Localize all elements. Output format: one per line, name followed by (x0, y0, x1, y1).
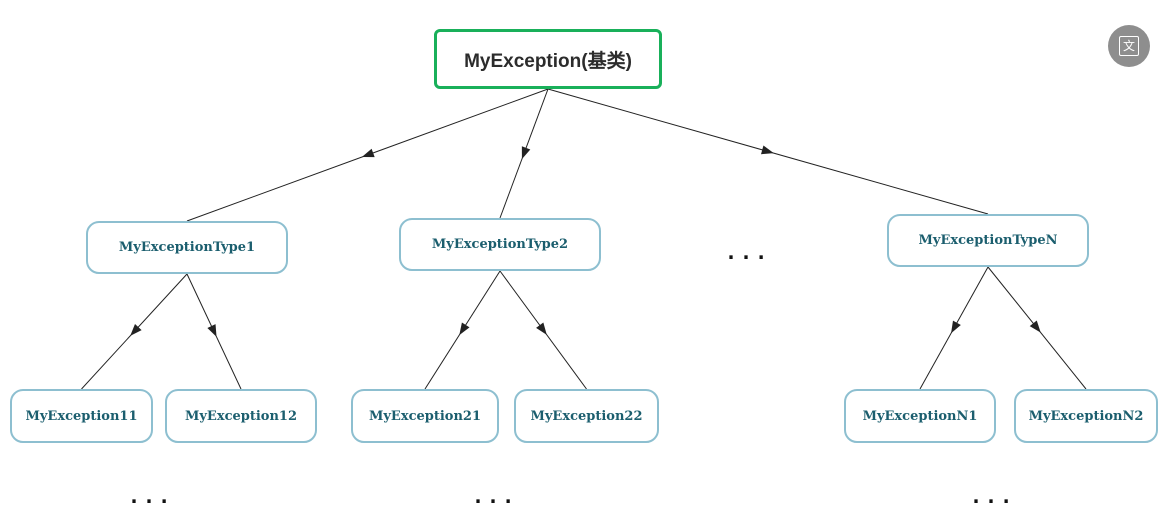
arrowhead-tn-en1 (951, 320, 961, 334)
arrowhead-t2-e22 (536, 322, 547, 335)
exception-22-node: MyException22 (514, 389, 659, 443)
level2-ellipsis-left: ... (128, 484, 174, 508)
exception-type-2-node: MyExceptionType2 (399, 218, 601, 271)
translate-icon: 文 (1119, 36, 1139, 56)
exception-type-n-node: MyExceptionTypeN (887, 214, 1089, 267)
arrowhead-root-tn (760, 145, 774, 155)
exception-n2-node: MyExceptionN2 (1014, 389, 1158, 443)
exception-21-node: MyException21 (351, 389, 499, 443)
arrowhead-t1-e11 (130, 324, 142, 336)
level2-ellipsis-middle: ... (472, 484, 518, 508)
level1-ellipsis: ... (725, 240, 771, 264)
translate-button[interactable]: 文 (1108, 25, 1150, 67)
exception-n1-node: MyExceptionN1 (844, 389, 996, 443)
arrowhead-tn-en2 (1029, 320, 1041, 333)
arrowhead-t1-e12 (207, 324, 217, 337)
level2-ellipsis-right: ... (970, 484, 1016, 508)
arrowhead-t2-e21 (459, 322, 470, 336)
exception-11-node: MyException11 (10, 389, 153, 443)
arrowhead-root-t1 (361, 148, 375, 158)
exception-type-1-node: MyExceptionType1 (86, 221, 288, 274)
base-class-node: MyException(基类) (434, 29, 662, 89)
arrowhead-root-t2 (521, 146, 531, 160)
exception-12-node: MyException12 (165, 389, 317, 443)
